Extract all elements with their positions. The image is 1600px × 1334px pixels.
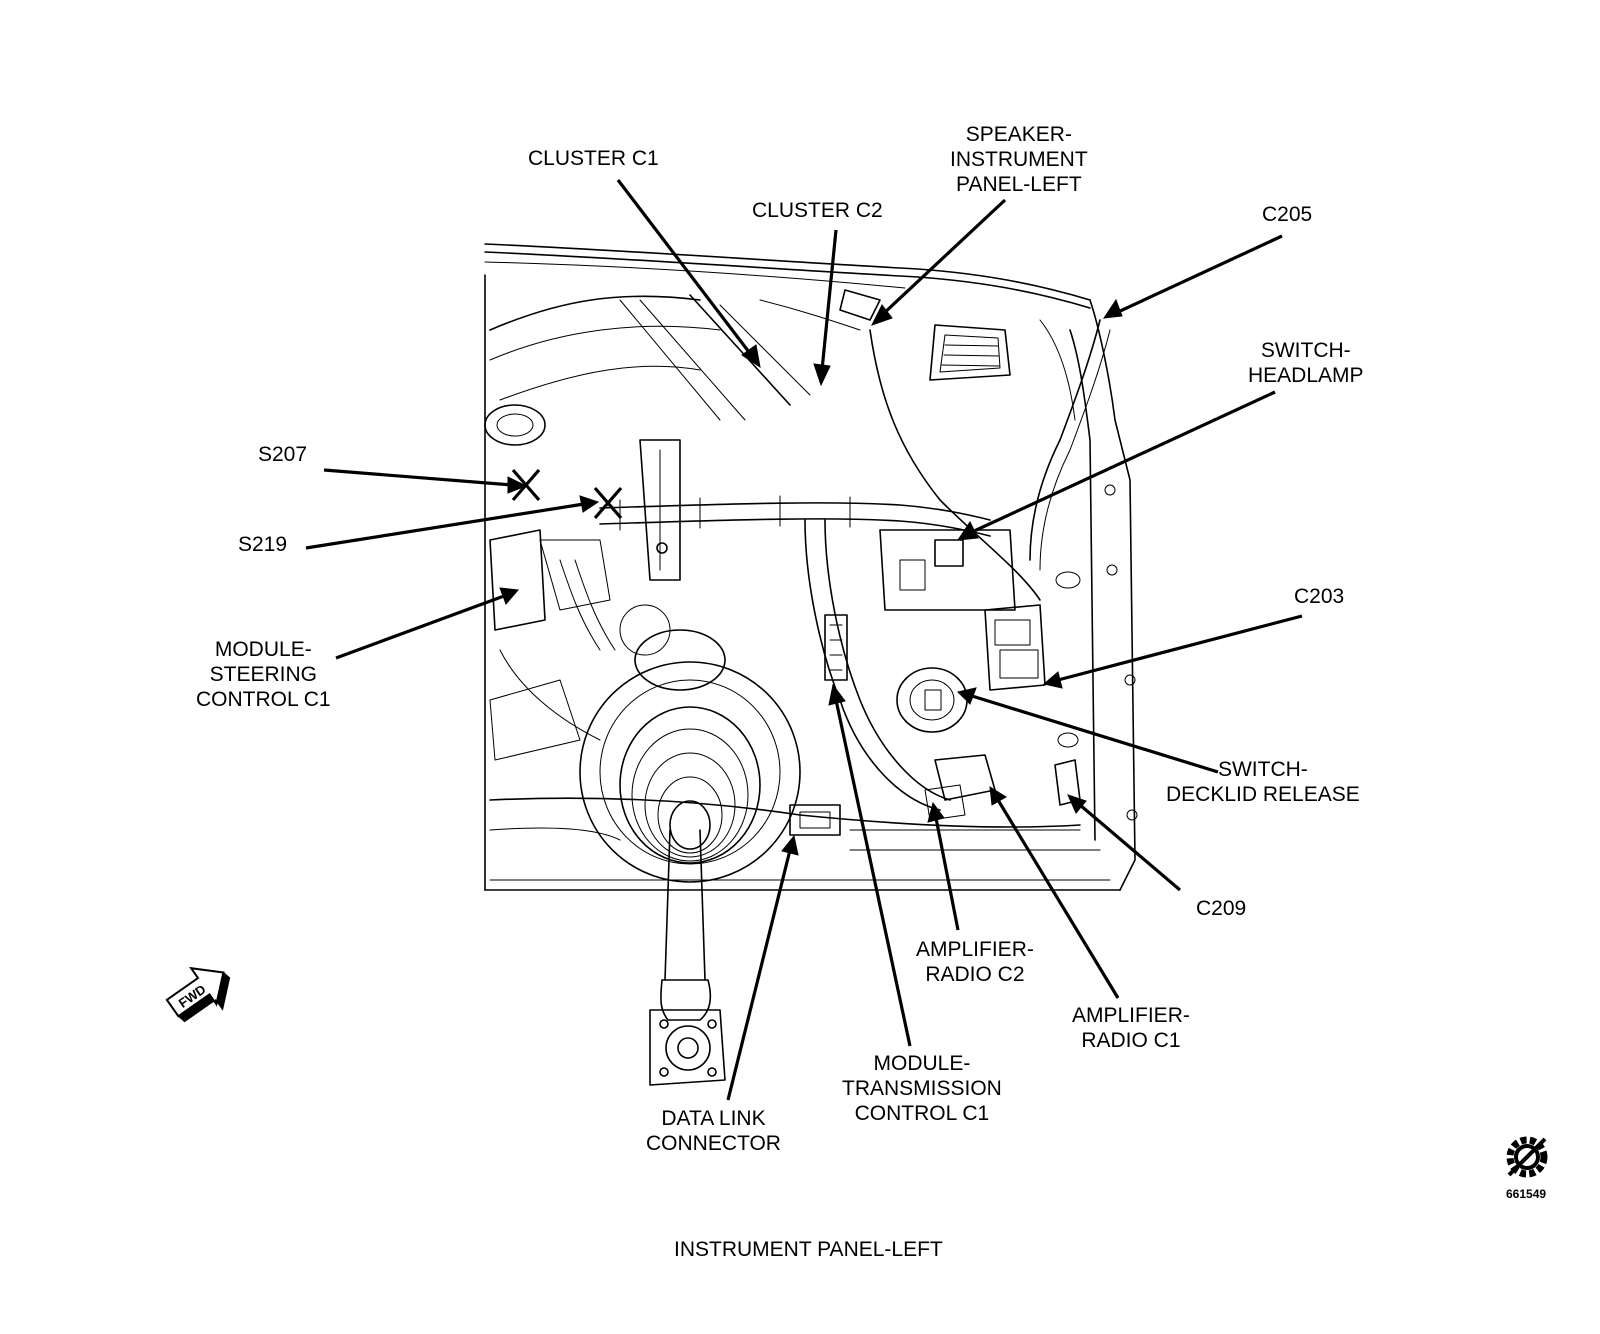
- leader-lines: [305, 179, 1303, 1101]
- label-amplifier-radio-c1: AMPLIFIER-RADIO C1: [1072, 1004, 1190, 1052]
- leader-s219: [305, 495, 600, 550]
- label-c209: C209: [1196, 897, 1247, 920]
- label-cluster-c1: CLUSTER C1: [528, 147, 659, 170]
- leader-s207: [323, 468, 528, 494]
- leader-cluster-c1: [616, 179, 761, 369]
- leader-data-link: [726, 834, 799, 1101]
- leader-module-steering: [335, 587, 519, 660]
- leader-amplifier-c1: [989, 786, 1120, 999]
- label-s219: S219: [238, 533, 288, 556]
- leader-switch-headlamp: [956, 390, 1276, 541]
- leader-c209: [1067, 794, 1182, 892]
- panel-line-art: [484, 243, 1138, 1086]
- leader-cluster-c2: [813, 229, 838, 387]
- label-amplifier-radio-c2: AMPLIFIER-RADIO C2: [916, 938, 1034, 986]
- label-switch-headlamp: SWITCH-HEADLAMP: [1248, 339, 1364, 387]
- leader-amplifier-c2: [927, 801, 960, 931]
- label-s207: S207: [258, 443, 308, 466]
- splice-s207-mark: [511, 468, 541, 502]
- gear-slash-icon: [1506, 1136, 1548, 1178]
- fwd-arrow-icon: FWD: [165, 966, 231, 1023]
- leader-switch-decklid: [957, 687, 1219, 774]
- leader-module-transmission: [828, 683, 912, 1047]
- label-cluster-c2: CLUSTER C2: [752, 199, 883, 222]
- leader-speaker: [871, 198, 1007, 326]
- figure-caption: INSTRUMENT PANEL-LEFT: [674, 1238, 943, 1261]
- figure-number: 661549: [1506, 1187, 1547, 1201]
- leader-c203: [1042, 614, 1303, 689]
- label-c203: C203: [1294, 585, 1345, 608]
- leader-c205: [1102, 234, 1283, 319]
- splice-s219-mark: [593, 486, 623, 520]
- label-c205: C205: [1262, 203, 1313, 226]
- label-switch-decklid-release: SWITCH-DECKLID RELEASE: [1166, 758, 1360, 806]
